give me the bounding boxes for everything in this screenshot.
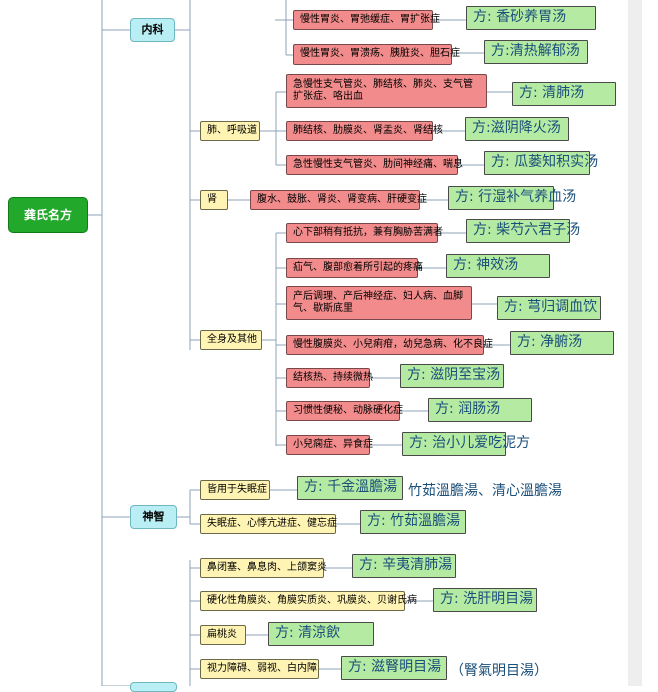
symptom-8[interactable]: 疝气、腹部愈着所引起的疼痛 (286, 258, 423, 278)
prescription-3[interactable]: 方: 清肺汤 (512, 82, 616, 106)
prescription-19-alternative: （腎氣明目湯） (450, 663, 548, 679)
symptom-1[interactable]: 慢性胃炎、胃弛缓症、胃扩张症 (293, 10, 440, 30)
symptom-12[interactable]: 习惯性便秘、动脉硬化症 (286, 401, 403, 421)
prescription-10[interactable]: 方: 净腑汤 (510, 331, 614, 355)
sub-shili[interactable]: 视力障碍、弱视、白内障 (200, 659, 319, 679)
sub-quanshen[interactable]: 全身及其他 (200, 330, 262, 350)
prescription-18[interactable]: 方: 清涼飲 (268, 622, 374, 646)
prescription-2[interactable]: 方:清热解郁汤 (484, 40, 588, 64)
prescription-8[interactable]: 方: 神效汤 (446, 254, 550, 278)
symptom-5[interactable]: 急性慢性支气管炎、肋间神经痛、喘息 (286, 155, 463, 175)
prescription-4[interactable]: 方:滋阴降火汤 (465, 117, 569, 141)
sub-jiaomo[interactable]: 硬化性角膜炎、角膜实质炎、巩膜炎、贝谢氏病 (200, 591, 417, 611)
prescription-12[interactable]: 方: 润肠汤 (428, 398, 532, 422)
symptom-2[interactable]: 慢性胃炎、胃溃疡、胰脏炎、胆石症 (293, 44, 460, 65)
prescription-15[interactable]: 方: 竹茹溫膽湯 (360, 510, 466, 534)
prescription-17[interactable]: 方: 洗肝明目湯 (433, 588, 537, 612)
prescription-14-alternatives: 竹茹溫膽湯、清心溫膽湯 (408, 483, 562, 499)
category-neike[interactable]: 内科 (130, 18, 175, 42)
symptom-3[interactable]: 急慢性支气管炎、肺结核、肺炎、支气管扩张症、咯出血 (286, 74, 487, 108)
prescription-1[interactable]: 方: 香砂养胃汤 (466, 6, 596, 30)
symptom-4[interactable]: 肺结核、肋膜炎、肾盂炎、肾结核 (286, 121, 443, 141)
sub-shen[interactable]: 肾 (200, 190, 228, 210)
prescription-14[interactable]: 方: 千金溫膽湯 (297, 476, 403, 500)
vertical-scrollbar[interactable] (628, 0, 642, 686)
symptom-9[interactable]: 产后调理、产后神经症、妇人病、血脚气、歇斯底里 (286, 286, 472, 320)
sub-shimian2[interactable]: 失眠症、心悸亢进症、健忘症 (200, 514, 337, 534)
prescription-9[interactable]: 方: 芎归调血饮 (497, 296, 601, 320)
symptom-11[interactable]: 结核热、持续微热 (286, 368, 373, 388)
prescription-5[interactable]: 方: 瓜蒌知积实汤 (484, 151, 598, 175)
sub-fei[interactable]: 肺、呼吸道 (200, 121, 260, 141)
symptom-6[interactable]: 腹水、鼓胀、肾炎、肾变病、肝硬变症 (250, 190, 427, 210)
sub-bi[interactable]: 鼻闭塞、鼻息肉、上颌窦炎 (200, 558, 327, 578)
root-node[interactable]: 龚氏名方 (8, 197, 88, 233)
prescription-11[interactable]: 方: 滋阴至宝汤 (400, 364, 504, 388)
sub-biantao[interactable]: 扁桃炎 (200, 625, 246, 645)
category-shenzhi[interactable]: 神智 (130, 505, 177, 529)
prescription-7[interactable]: 方: 柴芍六君子汤 (466, 219, 580, 243)
symptom-10[interactable]: 慢性腹膜炎、小兒痢疳，幼兒急病、化不良症 (286, 335, 493, 355)
prescription-19[interactable]: 方: 滋腎明目湯 (341, 656, 447, 680)
prescription-16[interactable]: 方: 辛夷清肺湯 (352, 554, 456, 578)
sub-shimian[interactable]: 皆用于失眠症 (200, 480, 270, 500)
prescription-6[interactable]: 方: 行湿补气养血汤 (448, 186, 576, 210)
prescription-13[interactable]: 方: 治小儿爱吃泥方 (402, 432, 530, 456)
symptom-7[interactable]: 心下部稍有抵抗，兼有胸胁苦满者 (286, 223, 443, 243)
category-next[interactable] (130, 682, 177, 692)
symptom-13[interactable]: 小兒痫症、异食症 (286, 435, 373, 455)
